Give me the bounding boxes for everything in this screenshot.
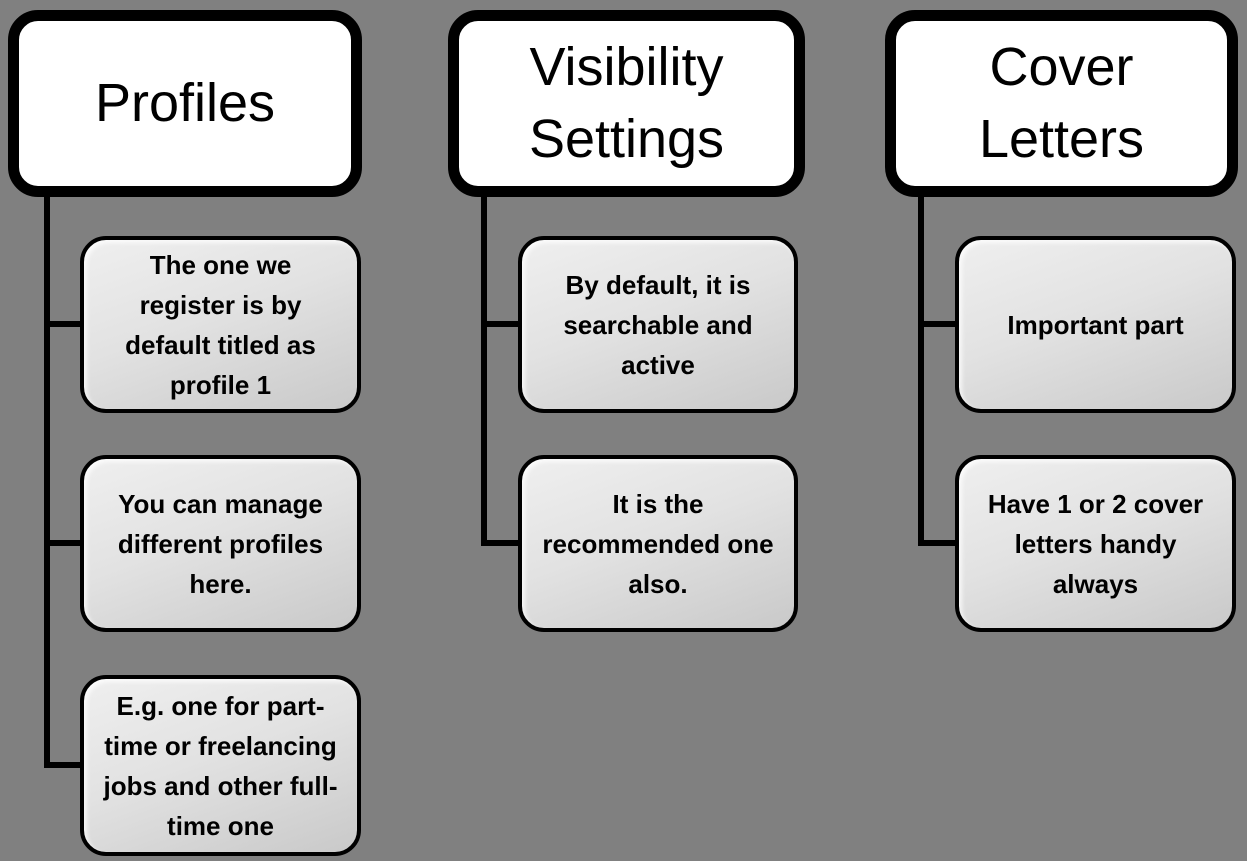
child-box-profiles-2: You can manage different profiles here. (80, 455, 361, 632)
connector-stub-cover-letters-1 (918, 321, 955, 327)
child-box-visibility-2: It is the recommended one also. (518, 455, 798, 632)
header-box-cover-letters: Cover Letters (885, 10, 1238, 197)
connector-vertical-cover-letters (918, 196, 924, 544)
connector-vertical-profiles (44, 196, 50, 766)
connector-stub-visibility-2 (481, 540, 518, 546)
connector-vertical-visibility (481, 196, 487, 544)
header-box-visibility-settings: Visibility Settings (448, 10, 805, 197)
child-box-profiles-3: E.g. one for part- time or freelancing j… (80, 675, 361, 856)
child-box-cover-letters-1: Important part (955, 236, 1236, 413)
child-box-cover-letters-2: Have 1 or 2 cover letters handy always (955, 455, 1236, 632)
child-box-profiles-1: The one we register is by default titled… (80, 236, 361, 413)
connector-stub-cover-letters-2 (918, 540, 955, 546)
connector-stub-profiles-3 (44, 762, 80, 768)
header-box-profiles: Profiles (8, 10, 362, 197)
connector-stub-profiles-1 (44, 321, 80, 327)
connector-stub-visibility-1 (481, 321, 518, 327)
connector-stub-profiles-2 (44, 540, 80, 546)
child-box-visibility-1: By default, it is searchable and active (518, 236, 798, 413)
